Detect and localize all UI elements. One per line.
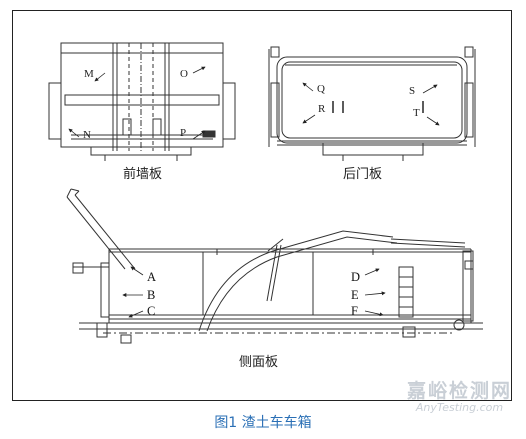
side-panel-point-labels: A B C D E F	[122, 266, 386, 318]
point-label-c: C	[147, 304, 155, 318]
point-label-d: D	[351, 270, 360, 284]
side-panel-drawing	[66, 188, 483, 344]
point-label-a: A	[147, 270, 156, 284]
point-label-o: O	[180, 68, 188, 80]
rear-door-panel-drawing	[268, 46, 476, 161]
front-wall-caption: 前墙板	[123, 167, 163, 182]
watermark: 嘉峪检测网 AnyTesting.com	[407, 376, 512, 414]
point-label-f: F	[351, 304, 358, 318]
front-wall-point-labels: M O N P	[68, 66, 206, 141]
watermark-cn: 嘉峪检测网	[406, 380, 512, 402]
watermark-en: AnyTesting.com	[415, 401, 504, 414]
point-label-q: Q	[317, 83, 325, 95]
point-label-t: T	[413, 107, 420, 119]
dump-truck-box-drawing: M O N P	[48, 42, 483, 344]
point-label-m: M	[84, 68, 94, 80]
point-label-e: E	[351, 288, 359, 302]
figure-frame: M O N P	[12, 10, 512, 401]
point-label-p: P	[180, 127, 186, 139]
point-label-r: R	[318, 103, 326, 115]
point-label-s: S	[409, 85, 415, 97]
point-label-n: N	[83, 129, 91, 141]
side-panel-caption: 侧面板	[239, 355, 279, 370]
rear-door-caption: 后门板	[343, 167, 383, 182]
rear-door-point-labels: Q R S T	[302, 82, 440, 126]
front-wall-panel-drawing	[48, 42, 236, 161]
point-label-b: B	[147, 288, 155, 302]
figure-caption: 图1 渣土车车箱	[214, 415, 312, 431]
